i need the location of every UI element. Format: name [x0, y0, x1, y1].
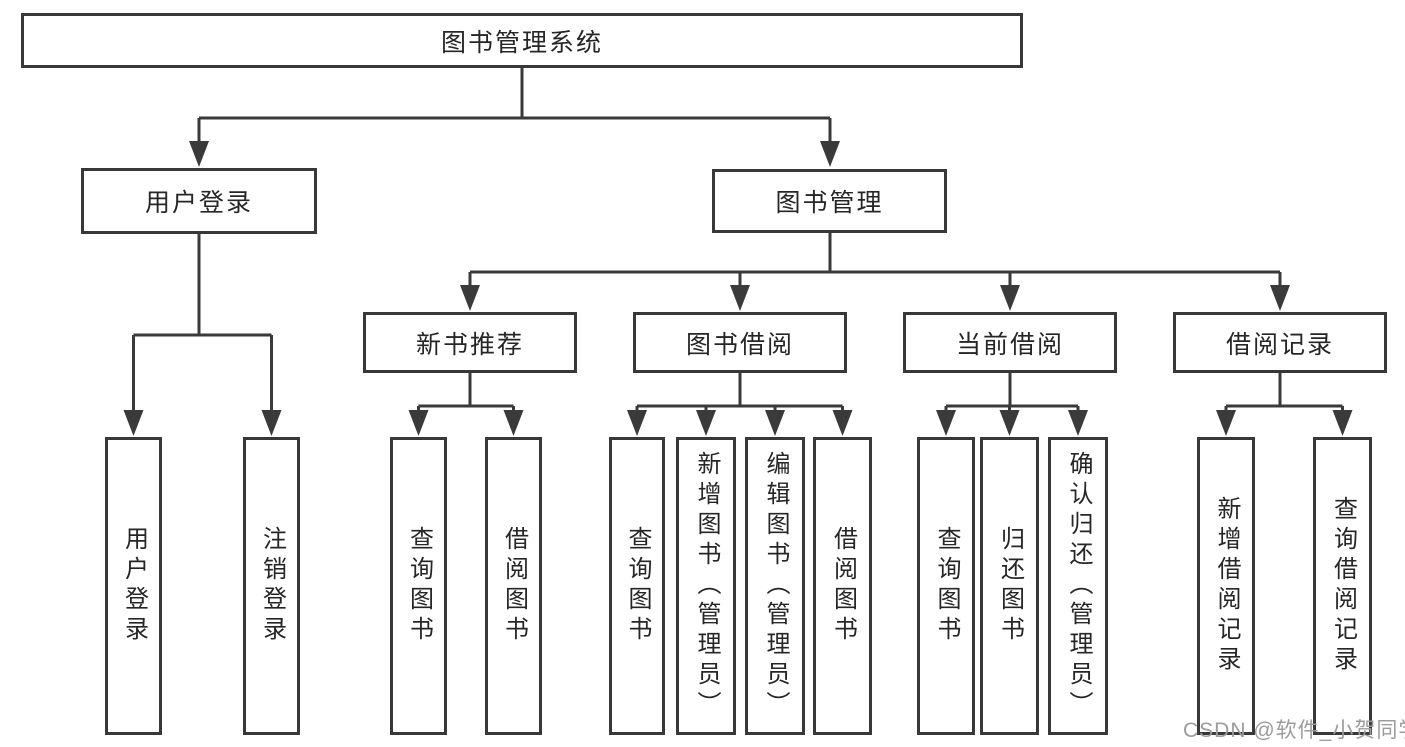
leaf-logout-login: 注销登录	[243, 437, 300, 735]
leaf-recommend-query-book: 查询图书	[390, 437, 447, 735]
leaf-borrow-borrow-book: 借阅图书	[813, 437, 872, 735]
node-book-management: 图书管理	[712, 169, 947, 233]
node-borrow-record: 借阅记录	[1173, 312, 1387, 373]
node-new-book-recommend-label: 新书推荐	[415, 330, 524, 359]
leaf-borrow-edit-book-admin: 编辑图书（管理员）	[745, 437, 805, 735]
node-root-label: 图书管理系统	[440, 28, 603, 57]
node-book-management-label: 图书管理	[775, 189, 884, 217]
leaf-borrow-query-book: 查询图书	[609, 437, 665, 735]
leaf-current-query-book: 查询图书	[917, 437, 975, 735]
connector-borrow-to-leaves	[635, 373, 844, 415]
leaf-current-confirm-return-admin: 确认归还（管理员）	[1048, 437, 1108, 735]
connector-recommend-to-leaves	[417, 373, 515, 415]
leaf-recommend-borrow-book: 借阅图书	[485, 437, 542, 735]
node-book-borrow-label: 图书借阅	[685, 330, 794, 359]
leaf-borrow-add-book-admin: 新增图书（管理员）	[676, 437, 736, 735]
node-book-borrow: 图书借阅	[633, 312, 847, 373]
leaf-user-login: 用户登录	[105, 437, 162, 735]
node-root: 图书管理系统	[21, 13, 1023, 68]
arrowheads	[123, 141, 1353, 436]
connector-record-to-leaves	[1224, 373, 1344, 415]
node-borrow-record-label: 借阅记录	[1225, 330, 1334, 359]
node-user-login: 用户登录	[81, 168, 317, 234]
node-user-login-label: 用户登录	[144, 189, 253, 217]
node-new-book-recommend: 新书推荐	[363, 312, 577, 373]
leaf-record-query-record: 查询借阅记录	[1313, 437, 1372, 735]
node-current-borrow: 当前借阅	[903, 312, 1117, 373]
watermark-text: CSDN @软件_小贺同学	[1183, 719, 1405, 742]
leaf-current-return-book: 归还图书	[980, 437, 1039, 735]
node-current-borrow-label: 当前借阅	[955, 330, 1064, 359]
connector-root-to-level2	[197, 68, 832, 146]
connector-bookmgmt-to-level3	[468, 233, 1282, 290]
connector-userlogin-to-leaves	[132, 234, 273, 414]
leaf-record-add-record: 新增借阅记录	[1197, 437, 1255, 735]
connector-current-to-leaves	[944, 373, 1080, 415]
